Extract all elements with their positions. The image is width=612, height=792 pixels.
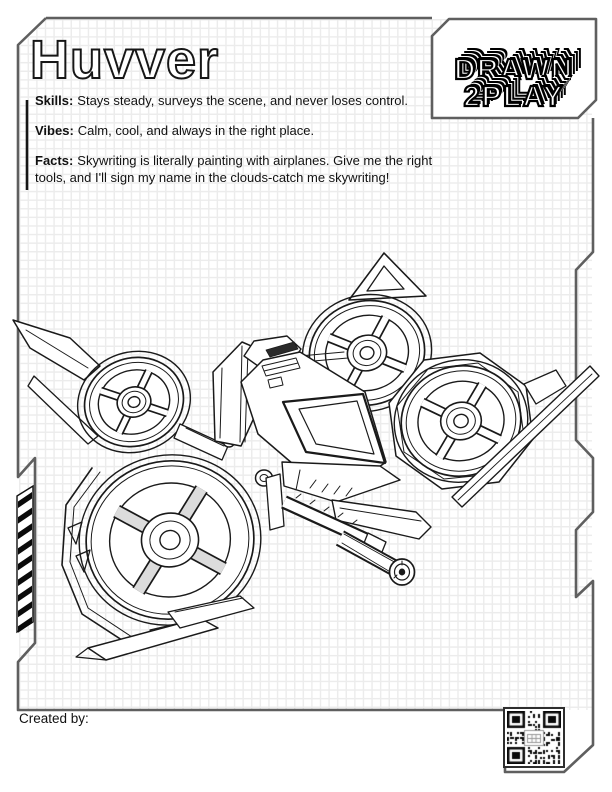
vibes-line: Vibes:Calm, cool, and always in the righ…: [35, 123, 463, 140]
character-info-block: Skills:Stays steady, surveys the scene, …: [35, 93, 463, 200]
logo-line-1: DRAWN: [453, 53, 574, 86]
qr-code: [503, 707, 565, 768]
facts-line: Facts:Skywriting is literally painting w…: [35, 153, 463, 187]
qr-code-canvas: [507, 711, 561, 764]
facts-label: Facts:: [35, 152, 74, 168]
skills-label: Skills:: [35, 93, 74, 108]
facts-text: Skywriting is literally painting with ai…: [35, 152, 433, 185]
character-name-title: Huvver: [29, 30, 220, 90]
skills-text: Stays steady, surveys the scene, and nev…: [77, 93, 409, 108]
logo-line-2: 2PLAY: [462, 81, 565, 114]
skills-line: Skills:Stays steady, surveys the scene, …: [35, 93, 463, 110]
frame-border: [16, 16, 598, 774]
vibes-text: Calm, cool, and always in the right plac…: [77, 122, 315, 138]
vibes-label: Vibes:: [35, 122, 74, 138]
hazard-stripes: [16, 484, 34, 634]
created-by-label: Created by:: [19, 711, 89, 726]
drawn2play-logo: DRAWN 2PLAY: [432, 19, 596, 118]
huvver-drone-illustration: [12, 252, 600, 661]
logo-frame-box: [430, 17, 598, 120]
